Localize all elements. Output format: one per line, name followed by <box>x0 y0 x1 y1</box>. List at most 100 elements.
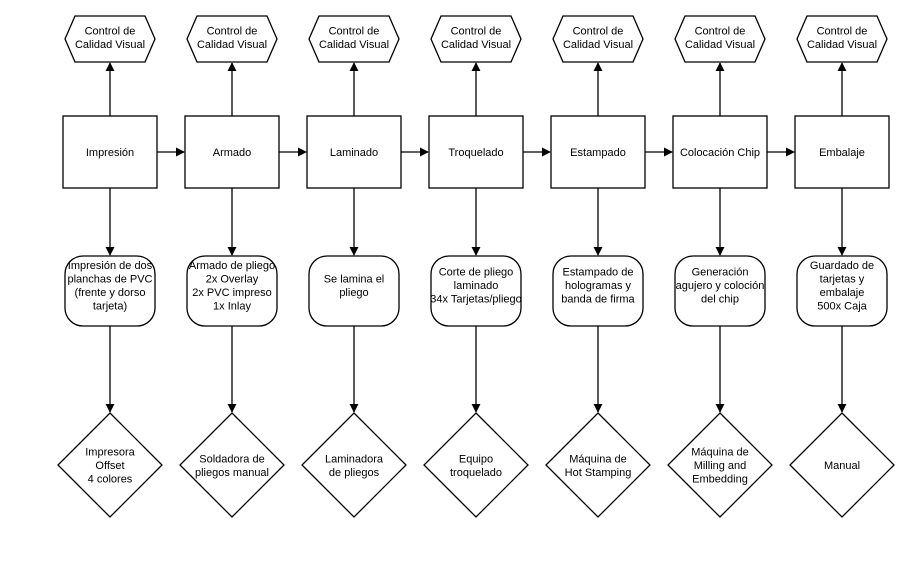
equipment-diamond <box>301 412 407 518</box>
quality-control-hexagon <box>796 15 888 63</box>
description-label-line: tarjetas y <box>820 273 865 285</box>
equipment-label: Laminadora de pliegos <box>325 453 384 479</box>
process-box <box>62 115 158 189</box>
process-label: Embalaje <box>819 147 865 159</box>
process-label: Armado <box>213 147 252 159</box>
equipment-label-line: Milling and <box>694 460 747 472</box>
equipment-label-line: Laminadora <box>325 453 384 465</box>
process-label: Colocación Chip <box>680 147 760 159</box>
quality-control-hexagon <box>674 15 766 63</box>
equipment-label-line: Hot Stamping <box>565 467 632 479</box>
process-label: Estampado <box>570 147 626 159</box>
equipment-label-line: Máquina de <box>569 453 627 465</box>
quality-control-label-line: Calidad Visual <box>563 39 633 51</box>
description-label-line: banda de firma <box>561 294 635 306</box>
process-label: Impresión <box>86 147 134 159</box>
equipment-label-line: troquelado <box>450 467 502 479</box>
description-label-line: Armado de pliego <box>189 260 275 272</box>
description-label-line: 2x PVC impreso <box>192 287 271 299</box>
quality-control-label: Control de Calidad Visual <box>319 25 389 51</box>
equipment-label-line: Soldadora de <box>199 453 264 465</box>
equipment-label-line: Offset <box>95 460 124 472</box>
description-label-line: 1x Inlay <box>213 300 251 312</box>
quality-control-label-line: Calidad Visual <box>319 39 389 51</box>
description-label-line: Estampado de <box>563 267 634 279</box>
process-box <box>794 115 890 189</box>
quality-control-hexagon <box>552 15 644 63</box>
process-box <box>550 115 646 189</box>
description-label-line: laminado <box>454 280 499 292</box>
equipment-label-line: Máquina de <box>691 447 749 459</box>
quality-control-hexagon <box>186 15 278 63</box>
process-label: Troquelado <box>448 147 503 159</box>
process-box <box>184 115 280 189</box>
description-label-line: Se lamina el <box>324 273 385 285</box>
equipment-label: Soldadora de pliegos manual <box>195 453 269 479</box>
quality-control-label-line: Calidad Visual <box>807 39 877 51</box>
description-box <box>796 255 888 327</box>
description-label-line: del chip <box>701 294 739 306</box>
description-label-line: Impresión de dos <box>68 260 153 272</box>
description-label-line: planchas de PVC <box>68 273 153 285</box>
process-box <box>306 115 402 189</box>
quality-control-label-line: Control de <box>329 25 380 37</box>
description-label-line: (frente y dorso <box>75 287 146 299</box>
quality-control-label-line: Calidad Visual <box>441 39 511 51</box>
description-box <box>552 255 644 327</box>
description-label-line: pliego <box>339 287 368 299</box>
description-box <box>674 255 766 327</box>
description-label-line: tarjeta) <box>93 300 127 312</box>
description-label-line: hologramas y <box>565 280 632 292</box>
quality-control-hexagon <box>430 15 522 63</box>
equipment-label-line: 4 colores <box>88 474 133 486</box>
description-label-line: Generación <box>692 267 749 279</box>
quality-control-hexagon <box>308 15 400 63</box>
equipment-label-line: Manual <box>824 460 860 472</box>
description-label-line: Guardado de <box>810 260 874 272</box>
description-label-line: 34x Tarjetas/pliego <box>430 294 522 306</box>
equipment-label-line: de pliegos <box>329 467 380 479</box>
equipment-diamond <box>423 412 529 518</box>
quality-control-label-line: Control de <box>85 25 136 37</box>
quality-control-label-line: Control de <box>695 25 746 37</box>
equipment-label-line: Equipo <box>459 453 493 465</box>
description-label-line: agujero y coloción <box>676 280 765 292</box>
process-label: Laminado <box>330 147 378 159</box>
equipment-label-line: Embedding <box>692 474 748 486</box>
equipment-diamond <box>179 412 285 518</box>
quality-control-hexagon <box>64 15 156 63</box>
quality-control-label-line: Control de <box>451 25 502 37</box>
equipment-label-line: Impresora <box>85 447 135 459</box>
equipment-diamond <box>789 412 895 518</box>
equipment-label-line: pliegos manual <box>195 467 269 479</box>
equipment-diamond <box>667 412 773 518</box>
quality-control-label-line: Control de <box>573 25 624 37</box>
description-label-line: Corte de pliego <box>439 267 514 279</box>
description-box <box>430 255 522 327</box>
equipment-label: Máquina de Hot Stamping <box>565 453 632 479</box>
description-box <box>186 255 278 327</box>
quality-control-label-line: Calidad Visual <box>197 39 267 51</box>
description-box <box>308 255 400 327</box>
description-label-line: 500x Caja <box>817 300 867 312</box>
quality-control-label: Control de Calidad Visual <box>563 25 633 51</box>
description-label-line: embalaje <box>820 287 865 299</box>
description-label: Se lamina el pliego <box>324 273 385 299</box>
process-box <box>428 115 524 189</box>
equipment-label: Manual <box>824 460 860 472</box>
quality-control-label: Control de Calidad Visual <box>75 25 145 51</box>
quality-control-label-line: Calidad Visual <box>75 39 145 51</box>
quality-control-label: Control de Calidad Visual <box>441 25 511 51</box>
equipment-diamond <box>545 412 651 518</box>
